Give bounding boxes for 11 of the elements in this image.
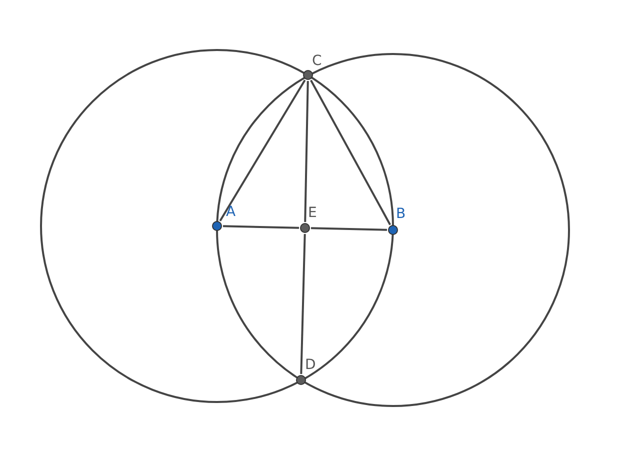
point-label: D bbox=[305, 357, 316, 373]
point-label: E bbox=[308, 205, 317, 221]
point-label: B bbox=[396, 206, 406, 222]
point-label: C bbox=[312, 53, 322, 69]
line-segment bbox=[219, 80, 306, 222]
line-segment bbox=[310, 227, 388, 231]
line-segment bbox=[310, 80, 391, 226]
point-label: A bbox=[226, 204, 236, 220]
line-segment bbox=[222, 225, 300, 229]
line-segment bbox=[304, 80, 309, 222]
line-segment bbox=[300, 234, 306, 374]
